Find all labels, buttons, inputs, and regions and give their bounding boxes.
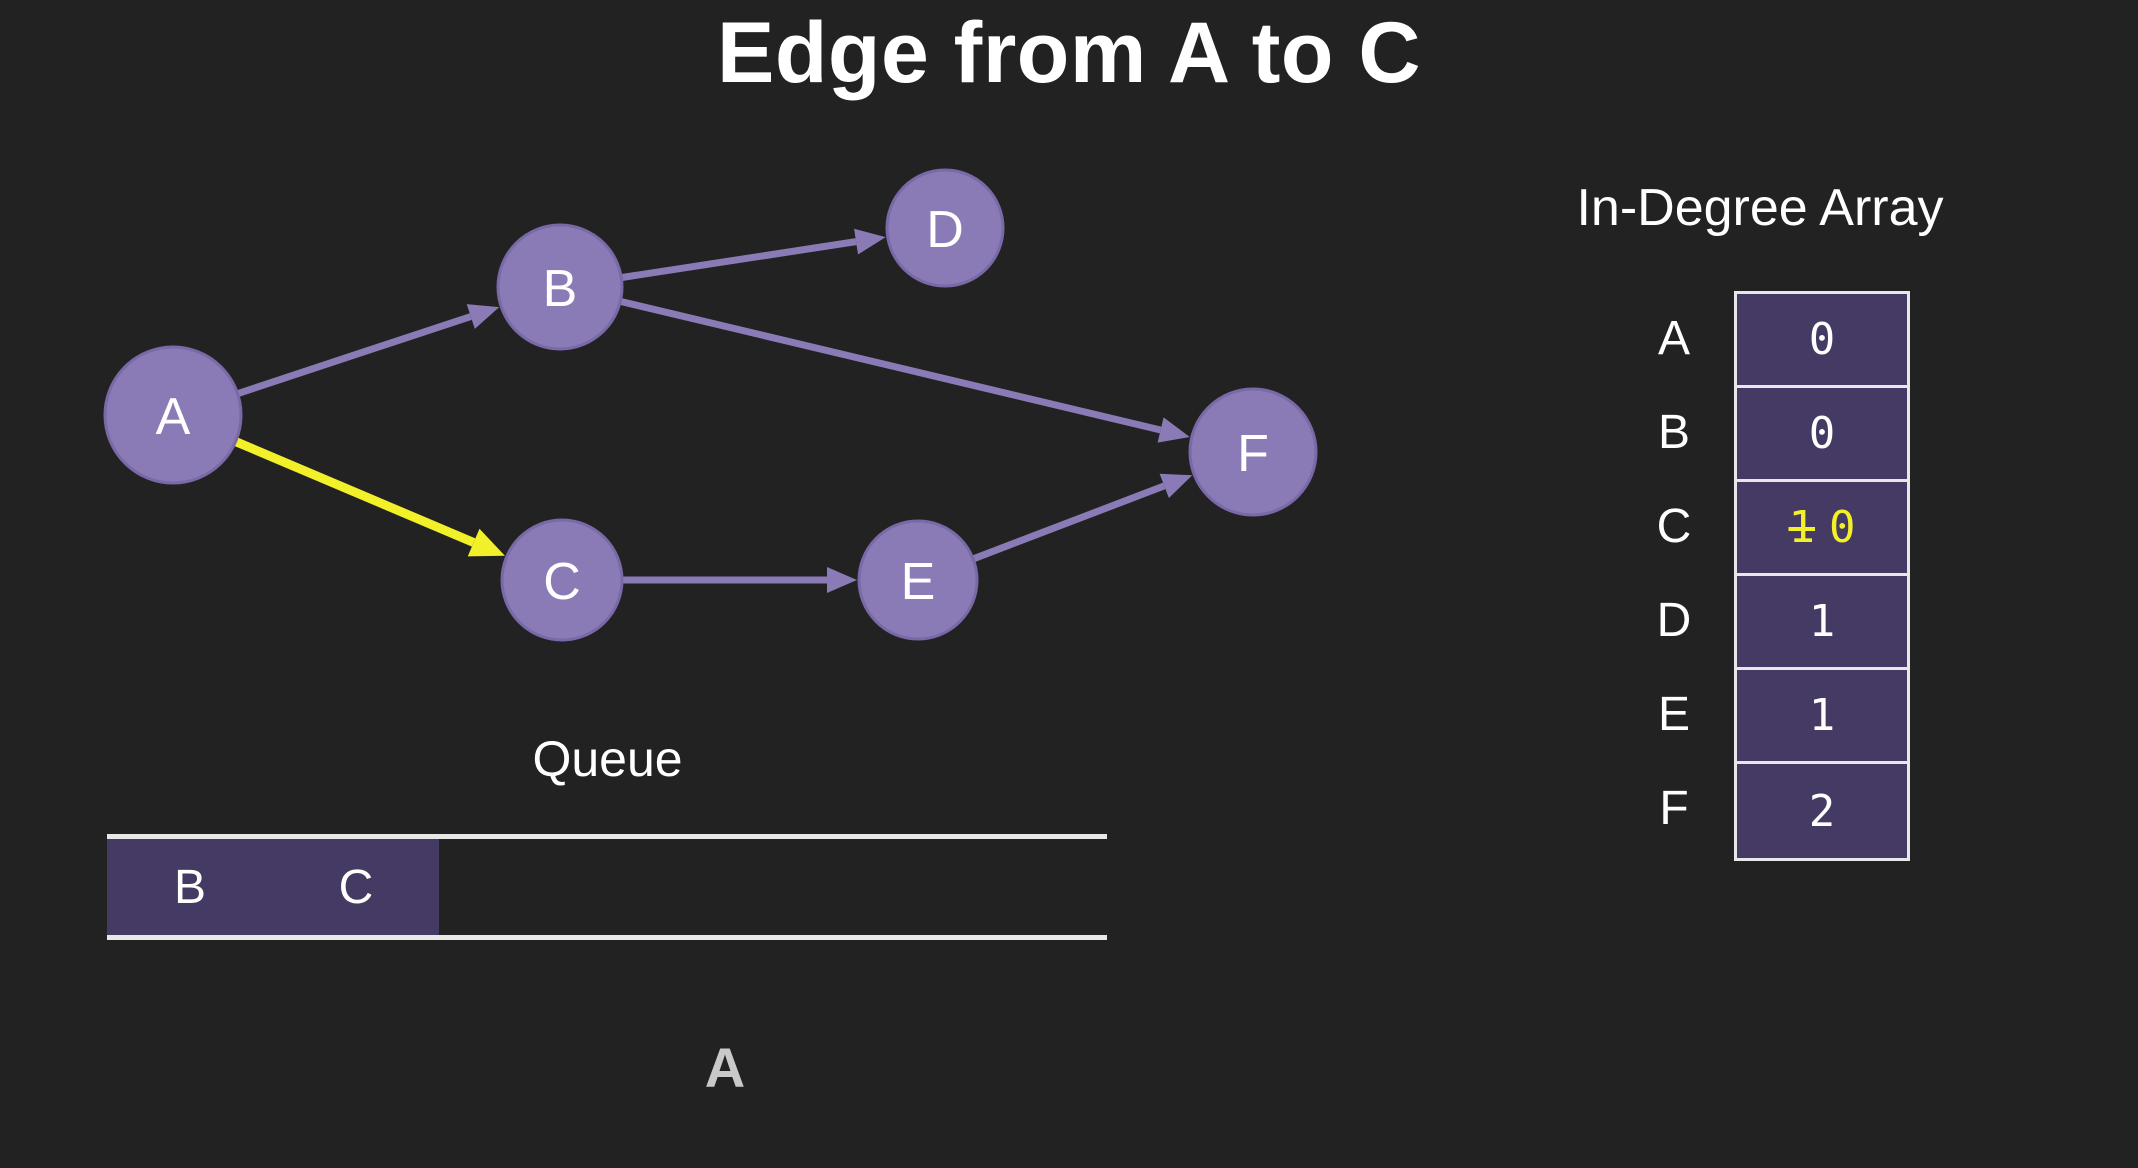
topological-order-result: A xyxy=(704,1036,746,1099)
in-degree-row-label-b: B xyxy=(1657,405,1690,459)
graph-arrowhead-c-e xyxy=(827,567,857,593)
graph-nodes-layer: A B C D E F xyxy=(103,168,1318,642)
graph-arrowhead-e-f xyxy=(1159,473,1193,499)
queue-top-rule xyxy=(107,834,1107,839)
graph-edge-b-d xyxy=(620,238,857,282)
graph-node-circle-a xyxy=(103,345,243,485)
graph-node-label-d: D xyxy=(926,201,964,259)
graph-node-b[interactable]: B xyxy=(496,223,624,351)
graph-edges-layer xyxy=(233,228,1193,593)
in-degree-row-label-f: F xyxy=(1659,781,1689,835)
graph-arrowhead-b-d xyxy=(854,228,886,255)
graph-node-label-c: C xyxy=(543,553,581,611)
graph-edge-a-c xyxy=(233,437,476,547)
in-degree-row-label-c: C xyxy=(1656,499,1692,553)
graph-node-f[interactable]: F xyxy=(1188,387,1318,517)
in-degree-old-value-c: 1 xyxy=(1788,502,1816,553)
page-title: Edge from A to C xyxy=(717,5,1421,101)
graph-node-label-f: F xyxy=(1237,425,1269,483)
graph-arrowhead-a-b xyxy=(466,304,500,329)
graph-node-label-a: A xyxy=(156,388,191,446)
in-degree-value-a: 0 xyxy=(1737,294,1907,388)
graph-arrowhead-b-f xyxy=(1157,417,1190,443)
in-degree-new-value-c: 0 xyxy=(1829,502,1856,553)
graph-node-a[interactable]: A xyxy=(103,345,243,485)
in-degree-array-title: In-Degree Array xyxy=(1576,179,1944,237)
graph-node-circle-e xyxy=(857,519,979,641)
in-degree-value-b: 0 xyxy=(1737,388,1907,482)
graph-node-circle-c xyxy=(500,518,624,642)
in-degree-value-e: 1 xyxy=(1737,670,1907,764)
in-degree-row-label-a: A xyxy=(1657,311,1690,365)
in-degree-value-f: 2 xyxy=(1808,785,1836,837)
queue-item[interactable]: C xyxy=(338,860,374,914)
graph-arrowhead-a-c xyxy=(467,528,505,557)
graph-node-label-e: E xyxy=(901,553,936,611)
graph-edge-a-b xyxy=(236,313,472,397)
in-degree-value-d: 1 xyxy=(1737,576,1907,670)
queue-bottom-rule xyxy=(107,935,1107,940)
graph-node-c[interactable]: C xyxy=(500,518,624,642)
graph-edge-e-f xyxy=(971,482,1166,563)
graph-node-d[interactable]: D xyxy=(885,168,1005,288)
graph-node-label-b: B xyxy=(543,260,578,318)
in-degree-row-label-d: D xyxy=(1656,593,1692,647)
in-degree-row-label-e: E xyxy=(1657,687,1690,741)
graph-node-circle-d xyxy=(885,168,1005,288)
graph-node-circle-b xyxy=(496,223,624,351)
queue-item[interactable]: B xyxy=(173,860,206,914)
graph-node-circle-f xyxy=(1188,387,1318,517)
graph-node-e[interactable]: E xyxy=(857,519,979,641)
graph-edge-b-f xyxy=(619,297,1162,434)
queue-label: Queue xyxy=(532,731,683,787)
graph-diagram: A B C D E F xyxy=(103,168,1318,642)
